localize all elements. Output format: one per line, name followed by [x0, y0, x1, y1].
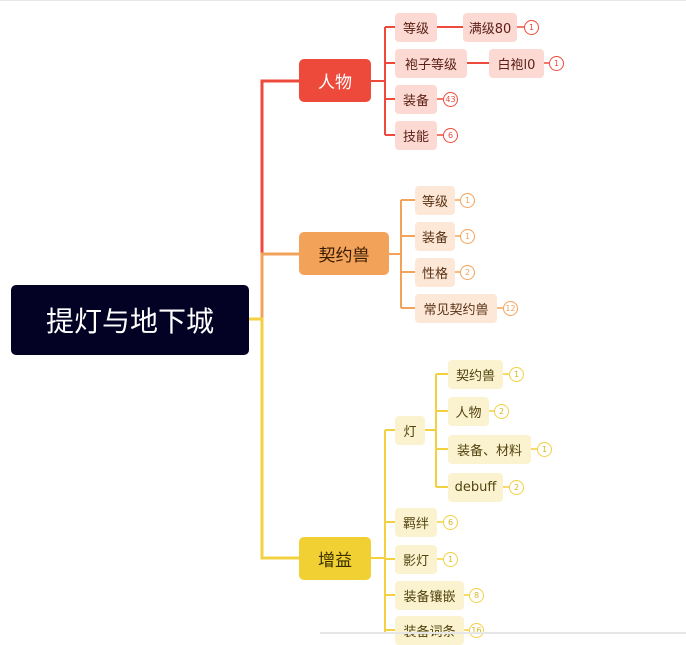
count-badge-deng-debuff[interactable]: 2 [509, 480, 524, 495]
count-badge-baipao[interactable]: 1 [549, 56, 564, 71]
connector-qiyueshou-spine [389, 200, 402, 308]
count-badge-qys-zhuangbei[interactable]: 1 [460, 229, 475, 244]
branch-zengyi[interactable]: 增益 [299, 537, 371, 580]
count-badge-qys-xingge[interactable]: 2 [460, 265, 475, 280]
branch-qiyueshou[interactable]: 契约兽 [299, 232, 389, 275]
node-qys-xingge[interactable]: 性格 [415, 258, 455, 287]
branch-renwu[interactable]: 人物 [299, 59, 371, 102]
count-badge-zengyi-xiangqian[interactable]: 8 [469, 588, 484, 603]
count-badge-zengyi-yingdeng[interactable]: 1 [443, 552, 458, 567]
node-renwu-dengji[interactable]: 等级 [395, 13, 437, 42]
node-zengyi-xiangqian[interactable]: 装备镶嵌 [395, 581, 464, 610]
count-badge-renwu-zhuangbei[interactable]: 43 [443, 92, 458, 107]
node-deng-zhuangbei-cailiao[interactable]: 装备、材料 [448, 435, 531, 464]
connector-zengyi-spine [371, 430, 386, 634]
bottom-scroll-edge [320, 632, 686, 634]
node-zengyi-deng[interactable]: 灯 [395, 416, 425, 445]
count-badge-qys-dengji[interactable]: 1 [460, 193, 475, 208]
count-badge-deng-zhuangbei[interactable]: 1 [537, 442, 552, 457]
count-badge-zengyi-citiao[interactable]: 16 [469, 623, 484, 638]
node-renwu-paozi[interactable]: 袍子等级 [395, 49, 467, 78]
count-badge-deng-renwu[interactable]: 2 [494, 404, 509, 419]
node-renwu-jineng[interactable]: 技能 [395, 121, 437, 150]
node-renwu-manji[interactable]: 满级80 [463, 13, 517, 42]
node-zengyi-citiao[interactable]: 装备词条 [395, 616, 464, 645]
node-zengyi-jiban[interactable]: 羁绊 [395, 508, 437, 537]
connector-deng-spine [425, 374, 437, 487]
node-deng-debuff[interactable]: debuff [448, 473, 503, 502]
connector-renwu-spine [371, 27, 386, 135]
node-deng-renwu[interactable]: 人物 [448, 397, 489, 426]
node-qys-dengji[interactable]: 等级 [415, 186, 455, 215]
node-renwu-baipao[interactable]: 白袍l0 [489, 49, 544, 78]
connector-root-zengyi [247, 317, 301, 560]
node-deng-qiyueshou[interactable]: 契约兽 [448, 360, 503, 389]
count-badge-manji[interactable]: 1 [524, 20, 539, 35]
count-badge-deng-qiyueshou[interactable]: 1 [509, 367, 524, 382]
count-badge-qys-changjian[interactable]: 12 [503, 301, 518, 316]
node-qys-changjian[interactable]: 常见契约兽 [415, 294, 497, 323]
count-badge-renwu-jineng[interactable]: 6 [443, 128, 458, 143]
count-badge-zengyi-jiban[interactable]: 6 [443, 515, 458, 530]
connector-root-renwu [247, 79, 301, 321]
node-renwu-zhuangbei[interactable]: 装备 [395, 85, 437, 114]
connector-root-qiyueshou [247, 252, 301, 321]
root-node[interactable]: 提灯与地下城 [11, 285, 249, 355]
node-zengyi-yingdeng[interactable]: 影灯 [395, 545, 437, 574]
top-border [0, 0, 686, 1]
node-qys-zhuangbei[interactable]: 装备 [415, 222, 455, 251]
